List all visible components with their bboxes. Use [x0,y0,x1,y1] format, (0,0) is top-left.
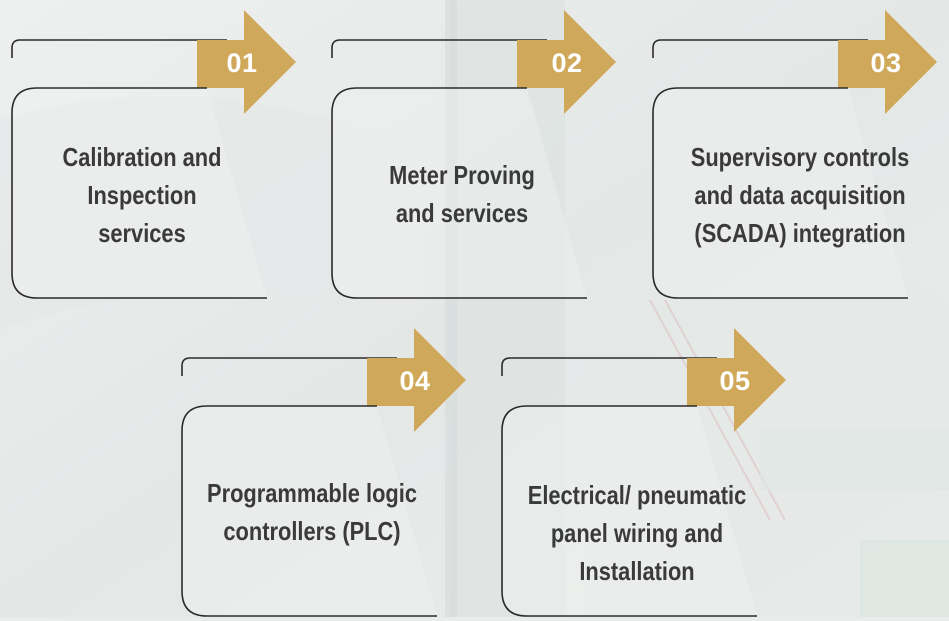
step-card-05: 05 Electrical/ pneumatic panel wiring an… [501,326,792,621]
step-label-line: (SCADA) integration [694,218,906,248]
step-label: Calibration and Inspection services [16,138,268,252]
step-label: Electrical/ pneumatic panel wiring and I… [511,476,763,590]
step-label: Meter Proving and services [336,156,588,232]
step-frame [331,10,616,299]
gold-arrow-shape [517,10,616,114]
step-number: 01 [226,48,258,78]
step-number: 05 [719,366,751,396]
gold-arrow-shape [197,10,296,114]
gold-arrow-shape [367,328,466,432]
step-label-line: Installation [579,556,695,586]
gold-arrow-shape [838,10,937,114]
step-number: 03 [870,48,902,78]
step-label: Programmable logic controllers (PLC) [186,474,438,550]
step-number: 04 [399,366,431,396]
step-label-line: Supervisory controls [690,142,910,172]
step-label-line: Calibration and [62,142,222,172]
step-label-line: Electrical/ pneumatic [527,480,747,510]
step-label-line: Meter Proving [389,160,535,190]
step-card-02: 02 Meter Proving and services [331,8,622,303]
step-label-line: services [98,218,186,248]
step-label-line: Inspection [87,180,197,210]
step-label-line: and data acquisition [694,180,906,210]
step-frame [652,10,937,299]
step-label-line: and services [395,198,529,228]
step-card-03: 03 Supervisory controls and data acquisi… [652,8,943,303]
step-card-04: 04 Programmable logic controllers (PLC) [181,326,472,621]
step-label-line: controllers (PLC) [223,516,401,546]
step-number: 02 [551,48,583,78]
step-label-line: Programmable logic [207,478,417,508]
step-frame [181,328,466,617]
gold-arrow-shape [687,328,786,432]
step-label-line: panel wiring and [550,518,724,548]
step-card-01: 01 Calibration and Inspection services [11,8,302,303]
step-label: Supervisory controls and data acquisitio… [670,138,930,252]
step-frame [501,328,786,617]
step-frame [11,10,296,299]
